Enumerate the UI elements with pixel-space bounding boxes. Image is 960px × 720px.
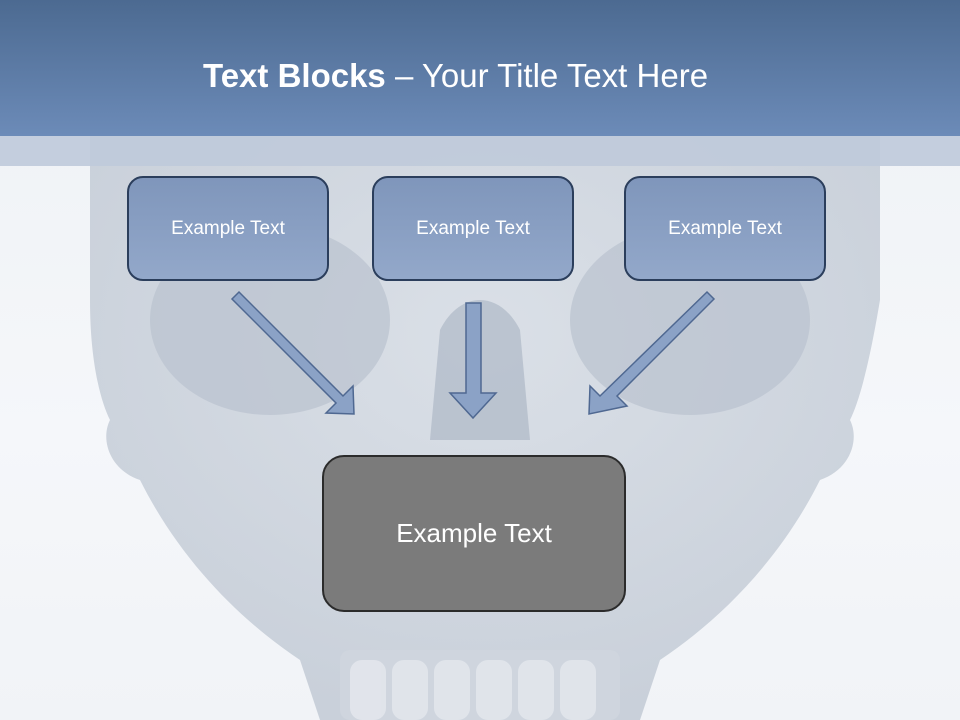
slide-title-bold: Text Blocks [203, 57, 386, 94]
slide-title-dash: – [385, 57, 422, 94]
text-block-right[interactable]: Example Text [624, 176, 826, 281]
slide-title: Text Blocks – Your Title Text Here [203, 52, 708, 100]
arrow-middle-down [448, 302, 498, 420]
title-band [0, 0, 960, 136]
text-block-left[interactable]: Example Text [127, 176, 329, 281]
text-block-result-label: Example Text [396, 518, 552, 548]
text-block-right-label: Example Text [668, 217, 782, 239]
text-block-result[interactable]: Example Text [322, 455, 626, 612]
text-block-middle-label: Example Text [416, 217, 530, 239]
text-block-middle[interactable]: Example Text [372, 176, 574, 281]
arrow-right-diagonal [588, 290, 716, 415]
title-accent-strip [0, 136, 960, 166]
text-block-left-label: Example Text [171, 217, 285, 239]
arrow-left-diagonal [230, 290, 355, 415]
slide-title-rest: Your Title Text Here [421, 57, 709, 94]
